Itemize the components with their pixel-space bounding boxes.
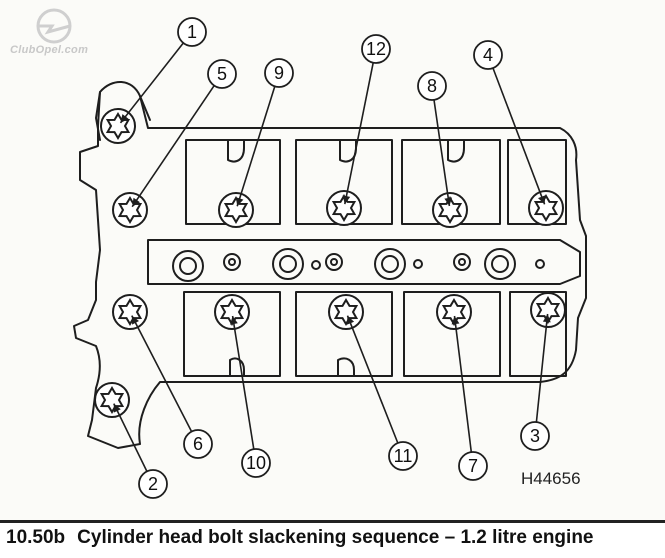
callout-label-5: 5 <box>217 64 227 84</box>
bolt-8-head <box>432 192 468 228</box>
callout-label-9: 9 <box>274 63 284 83</box>
callout-circle-12 <box>361 34 391 64</box>
lower-chamber-3 <box>403 291 501 377</box>
callout-circle-1 <box>177 17 207 47</box>
callout-circle-7 <box>458 451 488 481</box>
callout-circle-5 <box>207 59 237 89</box>
callout-circle-6 <box>183 429 213 459</box>
bolt-10-head <box>214 294 250 330</box>
leader-arrow-9 <box>235 197 244 207</box>
leader-line-9 <box>236 86 276 207</box>
callout-label-8: 8 <box>427 76 437 96</box>
lower-chamber-1 <box>183 291 281 377</box>
callout-label-3: 3 <box>530 426 540 446</box>
callout-label-6: 6 <box>193 434 203 454</box>
leader-arrow-1 <box>120 114 129 123</box>
leader-line-5 <box>131 85 215 208</box>
clubopel-logo-watermark <box>36 8 72 44</box>
bolt-3-head <box>530 292 566 328</box>
upper-chamber-3 <box>401 139 501 225</box>
leader-line-4 <box>492 67 546 205</box>
leader-arrow-2 <box>113 403 121 413</box>
watermark-text: ClubOpel.com <box>10 44 89 56</box>
leader-line-8 <box>433 99 451 207</box>
upper-chamber-4 <box>507 139 567 225</box>
callout-label-2: 2 <box>148 474 158 494</box>
caption-number: 10.50b <box>6 527 66 548</box>
caption-text: Cylinder head bolt slackening sequence –… <box>77 527 594 548</box>
bolt-1-head <box>100 108 136 144</box>
leader-line-10 <box>231 315 255 450</box>
camshaft-gallery <box>147 239 581 285</box>
upper-chamber-1 <box>185 139 281 225</box>
callout-label-7: 7 <box>468 456 478 476</box>
bolt-2-head <box>94 382 130 418</box>
upper-chamber-2 <box>295 139 393 225</box>
callout-circle-3 <box>520 421 550 451</box>
bolt-heads <box>94 108 566 418</box>
leader-arrow-10 <box>230 316 238 325</box>
callout-label-10: 10 <box>246 453 266 473</box>
callout-circle-4 <box>473 40 503 70</box>
leader-arrow-3 <box>542 314 551 323</box>
callout-circle-2 <box>138 469 168 499</box>
bolt-6-head <box>112 294 148 330</box>
lower-chamber-2 <box>295 291 393 377</box>
leader-arrow-5 <box>132 197 140 207</box>
leader-line-7 <box>453 315 473 453</box>
leader-arrow-12 <box>342 195 351 205</box>
callout-label-12: 12 <box>366 39 386 59</box>
callout-circle-10 <box>241 448 271 478</box>
bolt-4-head <box>528 190 564 226</box>
reference-code: H44656 <box>521 469 581 488</box>
callout-label-1: 1 <box>187 22 197 42</box>
figure-caption: 10.50b Cylinder head bolt slackening sequ… <box>6 527 665 549</box>
callout-circle-8 <box>417 71 447 101</box>
leader-line-3 <box>535 313 549 423</box>
head-outline <box>73 81 587 449</box>
leader-arrow-7 <box>451 316 460 325</box>
leader-line-2 <box>113 403 148 472</box>
leader-arrow-11 <box>346 315 355 325</box>
bolt-11-head <box>328 294 364 330</box>
leader-arrow-6 <box>131 315 139 325</box>
caption-rule <box>0 520 665 523</box>
callout-circle-11 <box>388 441 418 471</box>
bolt-9-head <box>218 192 254 228</box>
leader-arrow-4 <box>538 195 546 205</box>
bolt-12-head <box>326 190 362 226</box>
callout-label-11: 11 <box>394 446 413 466</box>
leader-line-11 <box>346 315 399 444</box>
callout-circle-9 <box>264 58 294 88</box>
callout-label-4: 4 <box>483 45 493 65</box>
leader-line-6 <box>131 315 193 432</box>
bolt-5-head <box>112 192 148 228</box>
leader-line-12 <box>344 62 374 205</box>
lower-chamber-4 <box>509 291 567 377</box>
bolt-7-head <box>436 294 472 330</box>
leader-arrow-8 <box>444 197 453 206</box>
leader-line-1 <box>119 42 184 124</box>
